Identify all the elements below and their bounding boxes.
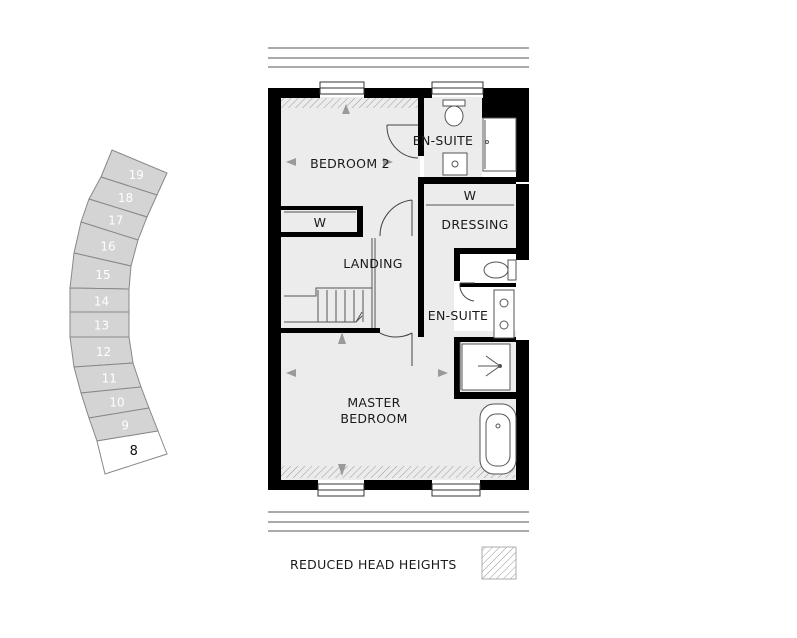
key-plan: 19 18 17 16 15 14 13 12 11 10 98 bbox=[69, 149, 168, 475]
wall-bottom-b bbox=[364, 480, 432, 490]
wall-right-top bbox=[516, 88, 529, 182]
head-height-arrows bbox=[286, 104, 448, 476]
ensuite-master-floor bbox=[422, 248, 454, 348]
key-plan-plot-label-8: 8 bbox=[130, 444, 138, 459]
staircase bbox=[284, 238, 376, 328]
wall-bottom-c bbox=[480, 480, 529, 490]
doors bbox=[379, 124, 475, 390]
room-label-landing: LANDING bbox=[343, 256, 403, 271]
legend: REDUCED HEAD HEIGHTS bbox=[290, 546, 517, 580]
wc-cistern-master bbox=[507, 259, 517, 281]
key-plan-plot-label-14: 14 bbox=[94, 294, 109, 308]
bedroom-2-floor bbox=[280, 97, 420, 207]
wall-right-mid bbox=[516, 246, 529, 260]
legend-label: REDUCED HEAD HEIGHTS bbox=[290, 557, 457, 572]
key-plan-plot-label-10: 10 bbox=[109, 396, 124, 410]
room-label-bedroom-2: BEDROOM 2 bbox=[310, 156, 390, 171]
walls bbox=[268, 88, 529, 490]
boundary-lines-top bbox=[268, 47, 529, 68]
door-ensuite-top bbox=[386, 124, 419, 159]
shower-master bbox=[461, 343, 511, 391]
wc-cistern-top bbox=[442, 99, 466, 107]
door-master bbox=[379, 332, 413, 366]
fixtures bbox=[284, 99, 517, 475]
room-label-master-line2: BEDROOM bbox=[340, 411, 407, 426]
key-plan-plot-label-13: 13 bbox=[94, 319, 109, 333]
room-label-dressing-wardrobe: W bbox=[464, 188, 477, 203]
key-plan-plot-8 bbox=[96, 430, 168, 475]
windows bbox=[317, 81, 484, 497]
wardrobe-bed2-floor bbox=[280, 209, 360, 233]
wall-right-dressing bbox=[516, 184, 529, 246]
key-plan-plot-label-12: 12 bbox=[96, 345, 111, 359]
wall-bottom-a bbox=[268, 480, 318, 490]
reduced-head-height-zones bbox=[281, 98, 515, 478]
key-plan-plot-label-11: 11 bbox=[102, 372, 117, 386]
room-labels: BEDROOM 2 EN-SUITE W DRESSING W LANDING … bbox=[310, 133, 508, 426]
wall-top-a bbox=[268, 88, 320, 98]
key-plan-plot-label-18: 18 bbox=[118, 191, 133, 205]
wall-right-low bbox=[516, 340, 529, 490]
key-plan-plot-label-9: 9 bbox=[121, 419, 129, 433]
room-label-ensuite-master: EN-SUITE bbox=[428, 308, 488, 323]
wc-top bbox=[444, 105, 464, 127]
key-plan-plot-label-19: 19 bbox=[129, 168, 144, 182]
dressing-floor bbox=[424, 184, 516, 248]
boundary-lines-bottom bbox=[268, 511, 529, 532]
basin-double bbox=[493, 289, 515, 339]
room-label-master-line1: MASTER bbox=[347, 395, 400, 410]
key-plan-plot-label-17: 17 bbox=[108, 214, 123, 228]
key-plan-plot-label-16: 16 bbox=[100, 239, 115, 253]
room-label-ensuite-top: EN-SUITE bbox=[413, 133, 473, 148]
door-landing bbox=[379, 199, 413, 237]
room-label-bedroom2-wardrobe: W bbox=[314, 215, 327, 230]
door-ensuite-master bbox=[459, 282, 475, 302]
room-label-dressing: DRESSING bbox=[441, 217, 508, 232]
wall-top-c bbox=[483, 88, 529, 98]
key-plan-plot-label-15: 15 bbox=[95, 268, 110, 282]
wall-left bbox=[268, 88, 281, 490]
wall-top-b bbox=[364, 88, 432, 98]
legend-hatch-swatch bbox=[481, 546, 517, 580]
shower-tray-top bbox=[482, 117, 517, 172]
wc-master bbox=[483, 261, 509, 279]
